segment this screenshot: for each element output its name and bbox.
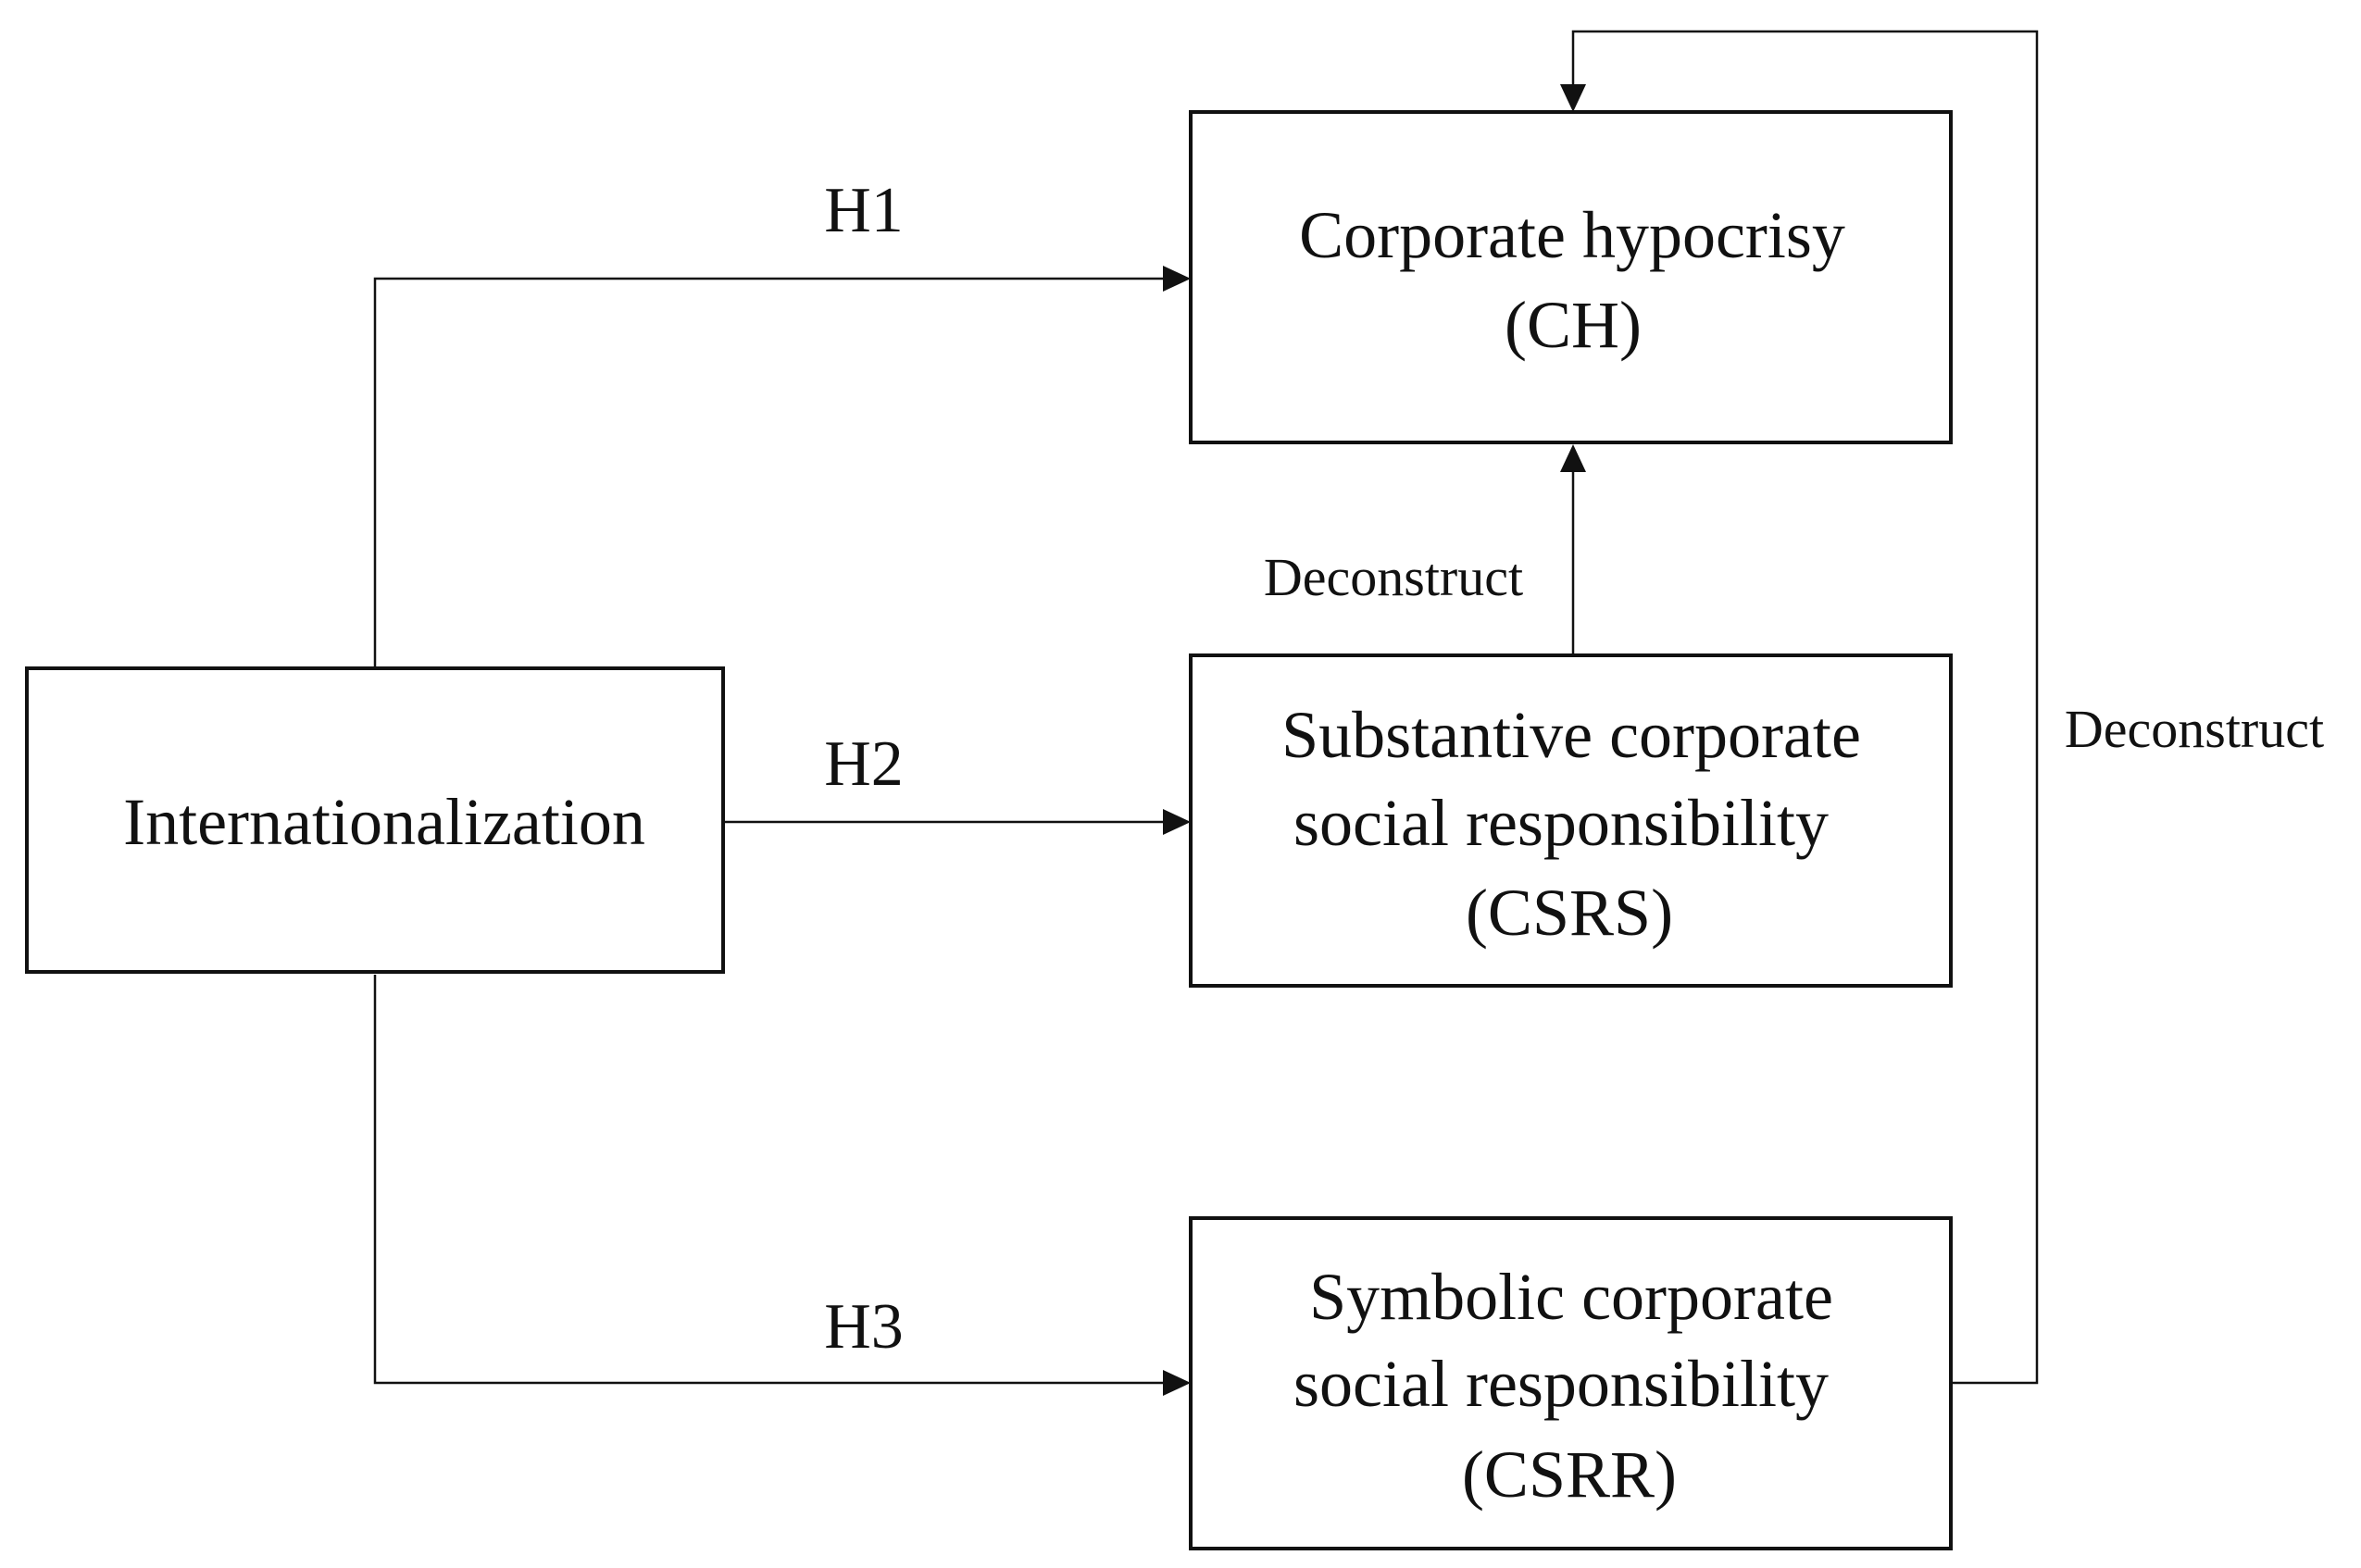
node-label-line: Internationalization bbox=[123, 785, 645, 859]
node-label-line: Symbolic corporate bbox=[1309, 1260, 1833, 1334]
node-substantive-csr: Substantive corporate social responsibil… bbox=[1189, 653, 1953, 988]
svg-text:Symbolic corporate socia: Symbolic corporate social responsibility… bbox=[1293, 1260, 1850, 1512]
edge-label-h1: H1 bbox=[824, 175, 904, 246]
svg-text:Internationalization: Internationalization bbox=[123, 785, 645, 859]
connectors bbox=[373, 30, 2039, 1396]
edge-label-deconstruct-csrr: Deconstruct bbox=[2065, 699, 2324, 759]
node-label-line: (CH) bbox=[1505, 288, 1642, 362]
edge-deconstruct-csrr-line bbox=[1571, 30, 2039, 1385]
edge-h3-line bbox=[373, 975, 1163, 1385]
edge-label-deconstruct-csrs: Deconstruct bbox=[1264, 547, 1523, 607]
edge-h3-arrowhead bbox=[1163, 1370, 1191, 1396]
edge-label-h3: H3 bbox=[824, 1291, 904, 1363]
node-symbolic-csr: Symbolic corporate social responsibility… bbox=[1189, 1216, 1953, 1550]
node-label-line: (CSRS) bbox=[1466, 876, 1673, 950]
node-label-line: social responsibility bbox=[1293, 786, 1829, 860]
edge-h1-line bbox=[373, 277, 1163, 668]
node-corporate-hypocrisy: Corporate hypocrisy (CH) bbox=[1189, 110, 1953, 444]
node-label-line: social responsibility bbox=[1293, 1347, 1829, 1421]
edge-deconstruct-csrs-arrowhead bbox=[1560, 444, 1586, 472]
node-internationalization: Internationalization bbox=[25, 666, 725, 974]
node-label-line: Substantive corporate bbox=[1281, 698, 1861, 772]
node-label-line: (CSRR) bbox=[1462, 1437, 1677, 1512]
edge-deconstruct-csrr-arrowhead bbox=[1560, 84, 1586, 112]
svg-text:Substantive corporate so: Substantive corporate social responsibil… bbox=[1281, 698, 1878, 950]
edge-h1-arrowhead bbox=[1163, 266, 1191, 292]
edge-h2-arrowhead bbox=[1163, 809, 1191, 835]
svg-text:Corporate hypocrisy (CH): Corporate hypocrisy (CH) bbox=[1299, 198, 1862, 362]
edge-label-h2: H2 bbox=[824, 728, 904, 800]
node-label-line: Corporate hypocrisy bbox=[1299, 198, 1845, 272]
